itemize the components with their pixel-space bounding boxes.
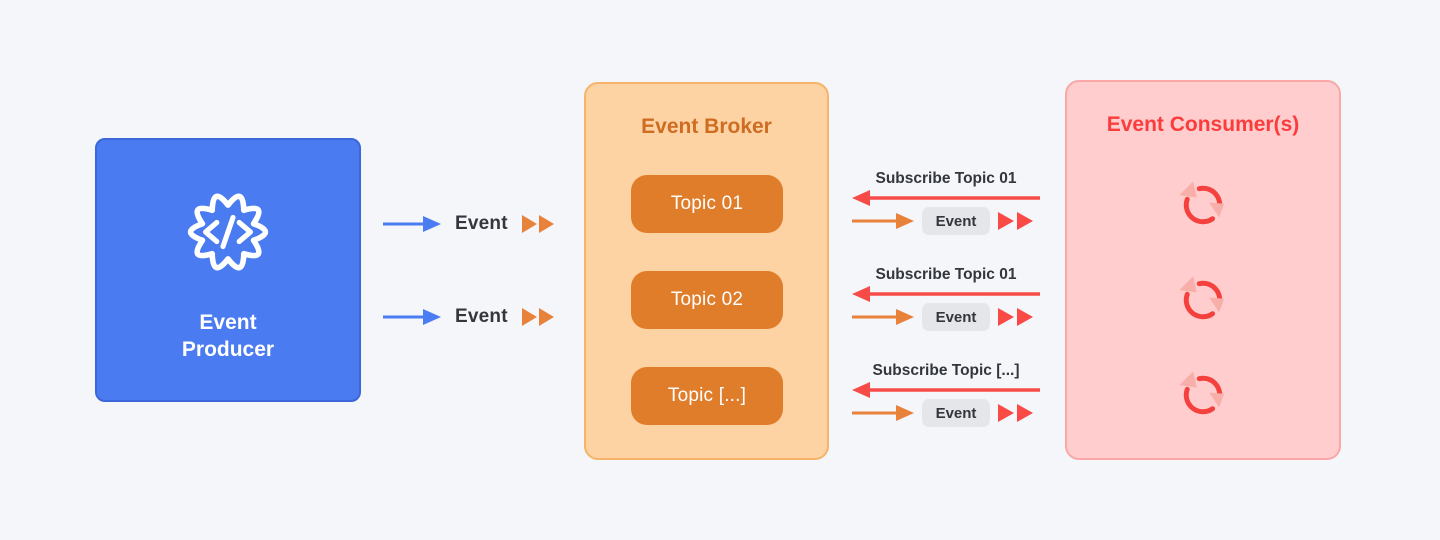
producer-event-flow-1: Event xyxy=(383,212,555,236)
subscribe-label: Subscribe Topic 01 xyxy=(875,170,1017,187)
topic-label: Topic 01 xyxy=(670,193,744,214)
orange-arrow-right-icon xyxy=(852,213,914,229)
event-delivery-row: Event xyxy=(852,303,1040,331)
topic-pill-02: Topic 02 xyxy=(631,271,783,329)
broker-title: Event Broker xyxy=(641,115,772,138)
orange-arrow-right-icon xyxy=(852,309,914,325)
blue-arrow-right-icon xyxy=(383,309,441,325)
event-producer-box: Event Producer xyxy=(95,138,361,402)
subscription-group-2: Subscribe Topic 01 Event xyxy=(852,266,1040,331)
topic-label: Topic 02 xyxy=(670,289,744,310)
event-badge: Event xyxy=(922,207,990,235)
red-double-chevron-icon xyxy=(998,404,1033,422)
event-consumer-box: Event Consumer(s) xyxy=(1065,80,1341,460)
event-flow-label: Event xyxy=(455,306,508,327)
red-arrow-left-icon xyxy=(852,190,1040,206)
consumer-title: Event Consumer(s) xyxy=(1106,113,1300,136)
subscription-group-3: Subscribe Topic [...] Event xyxy=(852,362,1040,427)
subscribe-label: Subscribe Topic 01 xyxy=(875,266,1017,283)
red-double-chevron-icon xyxy=(998,308,1033,326)
red-arrow-left-icon xyxy=(852,382,1040,398)
topic-label: Topic [...] xyxy=(667,385,747,406)
producer-event-flow-2: Event xyxy=(383,305,555,329)
topic-pill-01: Topic 01 xyxy=(631,175,783,233)
event-flow-label: Event xyxy=(455,213,508,234)
topic-pill-etc: Topic [...] xyxy=(631,367,783,425)
blue-arrow-right-icon xyxy=(383,216,441,232)
code-gear-icon xyxy=(187,193,269,271)
red-arrow-left-icon xyxy=(852,286,1040,302)
orange-double-chevron-icon xyxy=(521,308,554,326)
producer-title: Event Producer xyxy=(181,311,275,361)
sync-icon xyxy=(1179,276,1225,320)
sync-icon xyxy=(1179,181,1225,225)
red-double-chevron-icon xyxy=(998,212,1033,230)
orange-double-chevron-icon xyxy=(521,215,554,233)
event-badge: Event xyxy=(922,303,990,331)
event-broker-box: Event Broker Topic 01 Topic 02 Topic [..… xyxy=(584,82,829,460)
event-delivery-row: Event xyxy=(852,207,1040,235)
subscription-group-1: Subscribe Topic 01 Event xyxy=(852,170,1040,235)
orange-arrow-right-icon xyxy=(852,405,914,421)
event-badge: Event xyxy=(922,399,990,427)
sync-icon xyxy=(1179,371,1225,415)
subscribe-label: Subscribe Topic [...] xyxy=(872,362,1020,379)
event-delivery-row: Event xyxy=(852,399,1040,427)
